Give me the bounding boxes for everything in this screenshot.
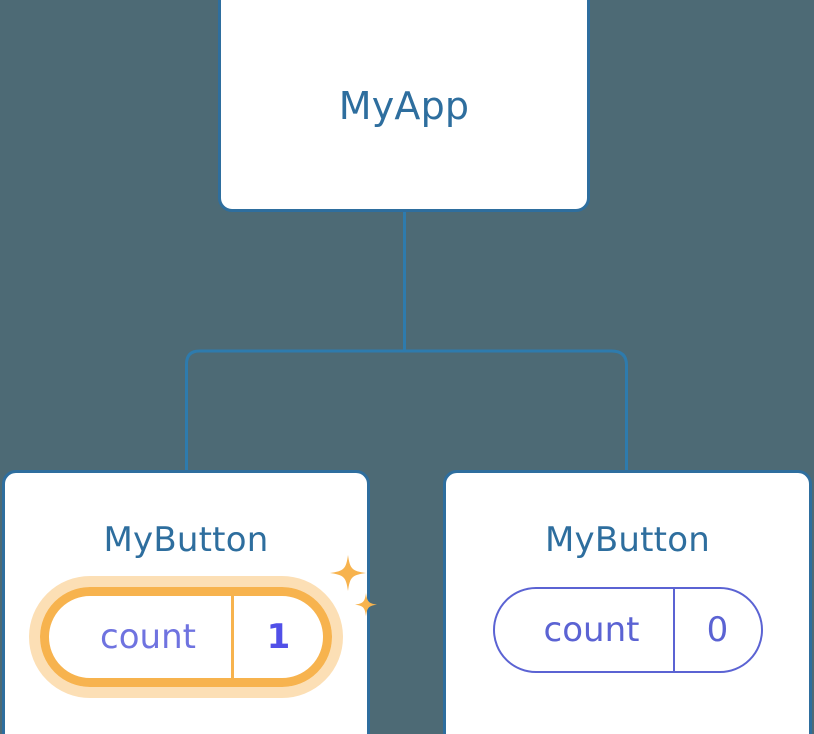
node-card-mybutton-0[interactable]: MyButton count 1 [2, 470, 377, 734]
node-card-mybutton-1[interactable]: MyButton count 0 [443, 470, 812, 734]
state-pill-body-0[interactable]: count 1 [40, 587, 332, 687]
state-pill-body-1[interactable]: count 0 [492, 587, 763, 673]
state-pill-0[interactable]: count 1 [29, 555, 377, 698]
node-title-root: MyApp [338, 84, 470, 128]
state-key-1: count [543, 610, 640, 650]
state-value-0: 1 [231, 596, 323, 678]
state-pill-1[interactable]: count 0 [492, 587, 763, 673]
node-title-mybutton-0: MyButton [103, 520, 269, 560]
state-key-0: count [100, 617, 196, 657]
node-title-mybutton-1: MyButton [545, 520, 710, 560]
connector-branches [185, 349, 628, 470]
sparkle-icon-large [330, 555, 366, 591]
node-card-root[interactable]: MyApp [218, 0, 590, 212]
state-value-1: 0 [672, 589, 761, 671]
